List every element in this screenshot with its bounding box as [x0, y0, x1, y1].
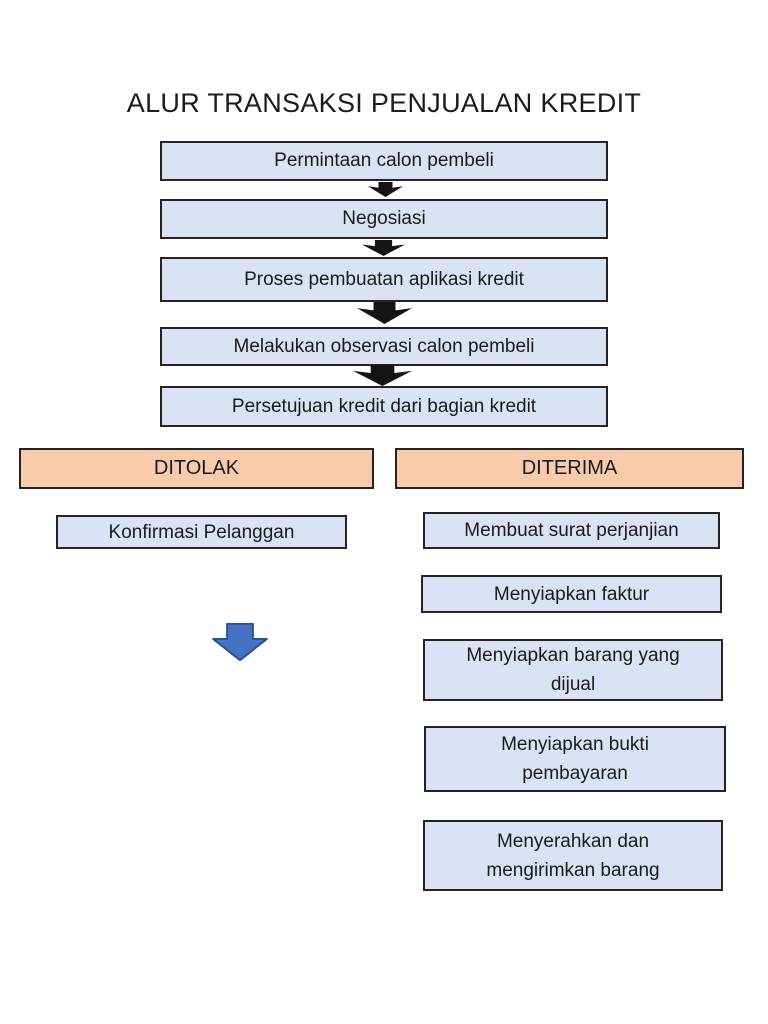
branch-header-diterima: DITERIMA: [395, 448, 744, 489]
flow-step-aplikasi-kredit: Proses pembuatan aplikasi kredit: [160, 257, 608, 302]
flow-step-permintaan: Permintaan calon pembeli: [160, 141, 608, 181]
rejected-step-konfirmasi: Konfirmasi Pelanggan: [56, 515, 347, 549]
accepted-step-faktur: Menyiapkan faktur: [421, 575, 722, 613]
flow-step-persetujuan: Persetujuan kredit dari bagian kredit: [160, 386, 608, 427]
flow-step-negosiasi: Negosiasi: [160, 199, 608, 239]
down-arrow-icon: [362, 240, 405, 256]
down-arrow-icon: [368, 182, 403, 197]
accepted-step-surat-perjanjian: Membuat surat perjanjian: [423, 512, 720, 549]
accepted-step-barang-dijual: Menyiapkan barang yang dijual: [423, 639, 723, 701]
down-arrow-icon: [353, 365, 412, 386]
down-arrow-icon: [357, 302, 412, 324]
diagram-title: ALUR TRANSAKSI PENJUALAN KREDIT: [126, 88, 642, 118]
flow-step-observasi: Melakukan observasi calon pembeli: [160, 327, 608, 366]
accepted-step-bukti-pembayaran: Menyiapkan bukti pembayaran: [424, 726, 726, 792]
branch-header-ditolak: DITOLAK: [19, 448, 374, 489]
blue-down-arrow-icon: [212, 623, 268, 661]
accepted-step-mengirimkan-barang: Menyerahkan dan mengirimkan barang: [423, 820, 723, 891]
